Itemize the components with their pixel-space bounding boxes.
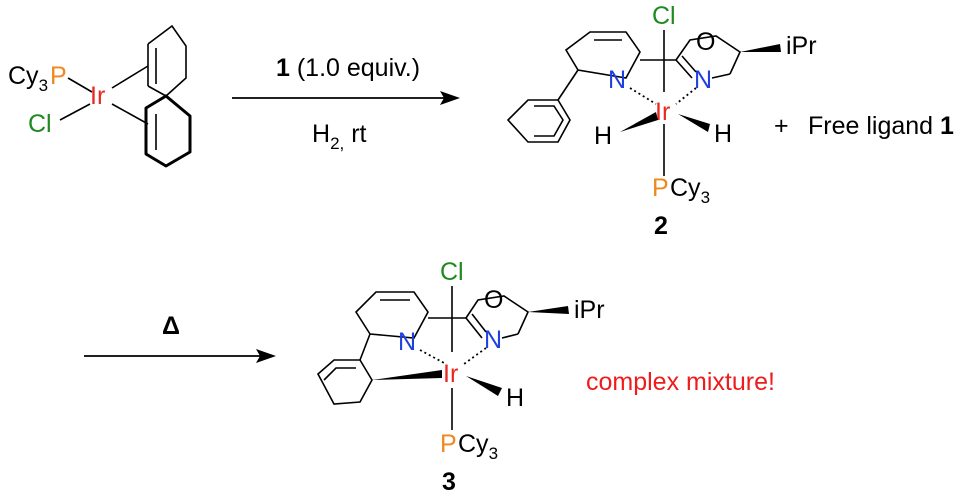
complex-3-number: 3	[442, 468, 456, 496]
reactant-iridium: Ir	[90, 82, 105, 110]
complex-2-phenyl-ring	[506, 99, 571, 143]
complex-2-cn-double-inner	[681, 55, 697, 73]
reaction-arrow-1: 1 (1.0 equiv.) H2, rt	[232, 54, 460, 153]
reactant-p-atom: P	[50, 62, 67, 90]
complex-3-oxygen: O	[484, 286, 503, 314]
complex-3-phenyl-ring	[316, 359, 373, 405]
byproduct: + Free ligand 1	[774, 112, 954, 140]
complex-2-oxazoline-ring	[675, 35, 742, 75]
reactant-cl-ir-bond	[59, 103, 91, 121]
arrow-2-head	[256, 349, 276, 363]
complex-3-nox-ir-dash	[463, 347, 487, 365]
byproduct-text: Free ligand 1	[808, 112, 954, 140]
complex-3-n-c4-bond	[501, 333, 519, 339]
complex-3: N O N iPr Cl Ir H P Cy3 3	[316, 258, 605, 496]
complex-3-hydride: H	[506, 384, 524, 412]
complex-3-cy3: Cy3	[458, 430, 498, 463]
complex-3-ipr: iPr	[574, 296, 605, 324]
complex-2-cy3: Cy3	[670, 174, 710, 207]
complex-3-ipr-wedge	[528, 306, 569, 314]
reactant-cy3-label: Cy3	[8, 62, 48, 95]
complex-2-npy-ir-dash	[629, 87, 657, 105]
complex-2-hydride-right-wedge	[678, 114, 710, 132]
byproduct-plus: +	[774, 112, 789, 140]
reaction-arrow-2: Δ	[84, 312, 276, 363]
starting-complex: Cy3 P Ir Cl	[8, 24, 192, 168]
arrow-1-conditions: H2, rt	[312, 120, 367, 153]
reactant-ir-olefin-bond-1	[111, 65, 149, 89]
complex-3-pyridine-ring	[354, 291, 429, 339]
reactant-chloride: Cl	[28, 110, 52, 138]
complex-3-pyridine-n: N	[398, 328, 416, 356]
complex-2-pyridine-ring	[564, 31, 641, 79]
complex-2-nox-ir-dash	[675, 87, 697, 105]
complex-2-hydride-left-wedge	[620, 112, 658, 132]
cod-upper-backbone	[147, 24, 187, 97]
complex-3-cn-double-inner	[471, 313, 487, 333]
arrow-1-head	[440, 91, 460, 105]
complex-2-oxazoline-n: N	[694, 66, 712, 94]
complex-3-oxazoline-ring	[465, 295, 530, 335]
complex-2-n-c4-bond	[711, 73, 731, 79]
complex-2-hydride-right: H	[714, 120, 732, 148]
complex-2-iridium: Ir	[655, 98, 670, 126]
complex-3-iridium: Ir	[443, 360, 458, 388]
complex-2-phenyl-inner	[534, 105, 564, 137]
arrow-2-condition: Δ	[162, 312, 180, 340]
complex-3-p-atom: P	[440, 430, 457, 458]
complex-2-ipr-wedge	[740, 44, 781, 52]
complex-3-c-ir-wedge	[372, 370, 442, 380]
complex-2-pyridine-n: N	[608, 66, 626, 94]
complex-2-oxygen: O	[696, 28, 715, 56]
complex-3-py-ph-bond	[359, 333, 371, 361]
complex-2-ph-py-bond	[557, 69, 579, 101]
complex-2-ipr: iPr	[786, 32, 817, 60]
complex-3-npy-ir-dash	[419, 349, 447, 365]
complex-2-number: 2	[654, 212, 668, 240]
complex-2-chloride: Cl	[652, 2, 676, 30]
complex-3-hydride-wedge	[466, 376, 502, 396]
complex-2: N O N iPr Cl Ir H H P Cy3 2	[506, 2, 817, 240]
complex-3-phenyl-inner	[323, 367, 356, 381]
reactant-ir-olefin-bond-2	[111, 103, 149, 125]
complex-2-cn-double	[675, 59, 693, 79]
arrow-1-reagent: 1 (1.0 equiv.)	[276, 54, 420, 82]
cod-ligand	[144, 24, 192, 168]
complex-mixture-note: complex mixture!	[586, 368, 775, 396]
complex-2-hydride-left: H	[594, 122, 612, 150]
cod-link	[147, 85, 167, 97]
complex-3-chloride: Cl	[440, 258, 464, 286]
complex-3-cn-double	[465, 317, 483, 339]
reactant-p-ir-bond	[67, 77, 93, 93]
complex-3-oxazoline-n: N	[484, 326, 502, 354]
cod-lower-ring-bold	[144, 94, 192, 168]
complex-2-p-atom: P	[652, 174, 669, 202]
